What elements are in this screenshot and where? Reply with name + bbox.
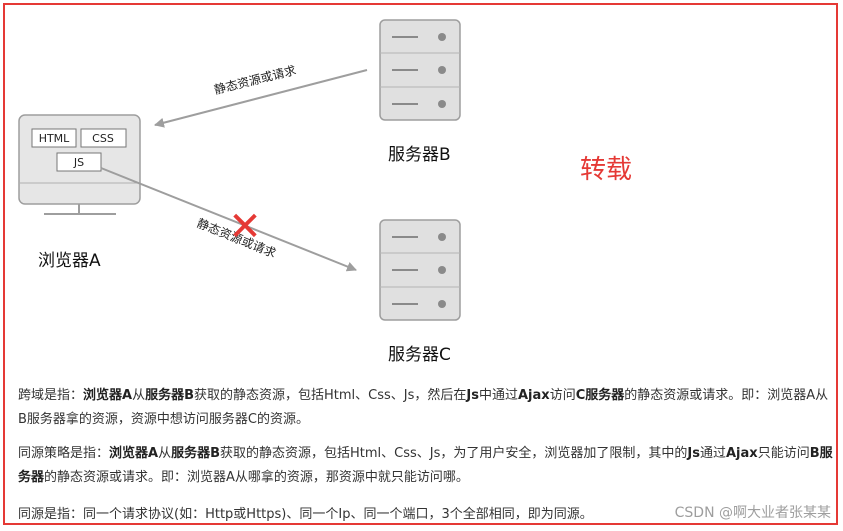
svg-text:CSS: CSS: [92, 132, 114, 145]
server-c-icon: [379, 219, 461, 321]
arrow-b-to-browser: [154, 69, 368, 128]
red-frame: [3, 3, 838, 525]
server-b-icon: [379, 19, 461, 121]
server-c-label: 服务器C: [388, 345, 451, 365]
same-origin-definition-paragraph: 同源是指：同一个请求协议(如：Http或Https)、同一个Ip、同一个端口，3…: [18, 507, 593, 522]
browser-a-label: 浏览器A: [38, 251, 101, 271]
same-origin-policy-paragraph: 同源策略是指：浏览器A从服务器B获取的静态资源，包括Html、Css、Js，为了…: [18, 446, 833, 485]
cross-origin-diagram: HTML CSS JS 浏览器A 服务器B 服务器C 静态资源或请求: [18, 19, 632, 365]
html-tag: HTML: [31, 128, 77, 148]
svg-text:HTML: HTML: [39, 132, 70, 145]
csdn-watermark: CSDN @啊大业者张某某: [674, 505, 831, 521]
server-b-label: 服务器B: [388, 145, 451, 165]
css-tag: CSS: [80, 128, 127, 148]
cross-origin-paragraph: 跨域是指：浏览器A从服务器B获取的静态资源，包括Html、Css、Js，然后在J…: [18, 388, 829, 427]
svg-text:JS: JS: [73, 156, 84, 169]
repost-label: 转载: [580, 155, 632, 185]
arrow-js-to-server-c: [100, 167, 357, 272]
blocked-cross-icon: ✕: [228, 204, 262, 250]
js-tag: JS: [56, 152, 102, 172]
